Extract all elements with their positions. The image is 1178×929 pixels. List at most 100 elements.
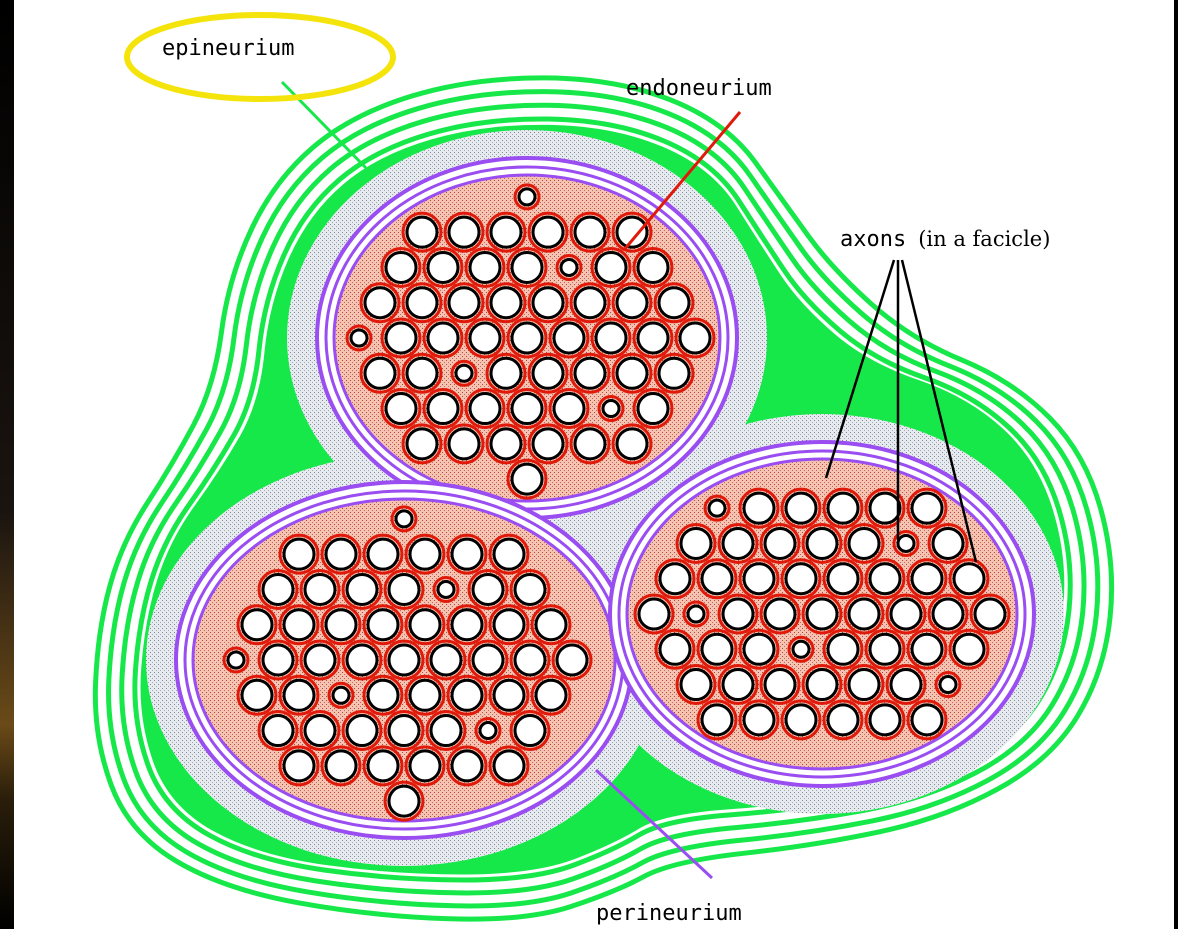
nerve-diagram: epineurium endoneurium axons (in a facic… bbox=[14, 0, 1174, 929]
left-frame-edge bbox=[0, 0, 14, 929]
axon bbox=[536, 680, 566, 710]
axon bbox=[688, 606, 704, 622]
axon bbox=[515, 716, 545, 746]
axon bbox=[891, 599, 921, 629]
axon bbox=[639, 599, 669, 629]
axon bbox=[242, 680, 272, 710]
axon bbox=[452, 539, 482, 569]
perineurium-label: perineurium bbox=[596, 901, 742, 926]
axon bbox=[428, 394, 458, 424]
fascicle-top bbox=[317, 158, 737, 518]
axon bbox=[709, 500, 725, 516]
axon bbox=[828, 564, 858, 594]
axon bbox=[491, 288, 521, 318]
axon bbox=[744, 493, 774, 523]
axon bbox=[870, 634, 900, 664]
axon bbox=[828, 705, 858, 735]
axon bbox=[473, 645, 503, 675]
axon bbox=[680, 323, 710, 353]
axon bbox=[786, 493, 816, 523]
axon bbox=[765, 599, 795, 629]
axon bbox=[386, 323, 416, 353]
axon bbox=[396, 511, 412, 527]
axon bbox=[870, 564, 900, 594]
axons-label: axons (in a facicle) bbox=[840, 227, 1050, 252]
axon bbox=[428, 323, 458, 353]
axon bbox=[533, 358, 563, 388]
axon bbox=[305, 574, 335, 604]
axon bbox=[575, 429, 605, 459]
axon bbox=[849, 670, 879, 700]
axon bbox=[431, 716, 461, 746]
axon bbox=[428, 252, 458, 282]
axon bbox=[870, 493, 900, 523]
axon bbox=[351, 330, 367, 346]
axon bbox=[410, 610, 440, 640]
axon bbox=[494, 751, 524, 781]
axon bbox=[494, 610, 524, 640]
axon bbox=[828, 634, 858, 664]
axon bbox=[242, 610, 272, 640]
epineurium-label: epineurium bbox=[162, 36, 294, 61]
axons-label-main: axons bbox=[840, 227, 906, 252]
axon bbox=[228, 652, 244, 668]
axon bbox=[284, 539, 314, 569]
axon bbox=[326, 539, 356, 569]
axon bbox=[326, 751, 356, 781]
axon bbox=[284, 680, 314, 710]
axon bbox=[596, 252, 626, 282]
axon bbox=[263, 574, 293, 604]
axon bbox=[828, 493, 858, 523]
axon bbox=[933, 599, 963, 629]
axon bbox=[849, 528, 879, 558]
axon bbox=[933, 528, 963, 558]
axon bbox=[603, 401, 619, 417]
axon bbox=[491, 358, 521, 388]
axon bbox=[491, 217, 521, 247]
axon bbox=[912, 705, 942, 735]
axon bbox=[744, 705, 774, 735]
axon bbox=[954, 634, 984, 664]
axon bbox=[898, 535, 914, 551]
axon bbox=[368, 680, 398, 710]
axon bbox=[347, 574, 377, 604]
axon bbox=[533, 217, 563, 247]
axon bbox=[470, 252, 500, 282]
axon bbox=[533, 288, 563, 318]
axon bbox=[596, 323, 626, 353]
axon bbox=[536, 610, 566, 640]
axon bbox=[638, 323, 668, 353]
axon bbox=[368, 539, 398, 569]
axon bbox=[407, 358, 437, 388]
axon bbox=[470, 323, 500, 353]
axon bbox=[912, 493, 942, 523]
axon bbox=[389, 716, 419, 746]
axon bbox=[744, 564, 774, 594]
axon bbox=[410, 539, 440, 569]
axon bbox=[870, 705, 900, 735]
axon bbox=[407, 288, 437, 318]
fascicle-bottom-left bbox=[176, 482, 632, 838]
axon bbox=[659, 358, 689, 388]
axon bbox=[659, 288, 689, 318]
axon bbox=[365, 358, 395, 388]
axon bbox=[386, 394, 416, 424]
axon bbox=[491, 429, 521, 459]
axon bbox=[575, 288, 605, 318]
axon bbox=[702, 564, 732, 594]
axon bbox=[519, 189, 535, 205]
endoneurium-label: endoneurium bbox=[626, 76, 772, 101]
axon bbox=[452, 680, 482, 710]
axon bbox=[557, 645, 587, 675]
axon bbox=[533, 429, 563, 459]
axon bbox=[723, 599, 753, 629]
axon bbox=[940, 677, 956, 693]
axon bbox=[681, 528, 711, 558]
axon bbox=[494, 680, 524, 710]
axon bbox=[263, 645, 293, 675]
axon bbox=[410, 751, 440, 781]
axon bbox=[554, 323, 584, 353]
axon bbox=[389, 786, 419, 816]
axon bbox=[284, 610, 314, 640]
axon bbox=[365, 288, 395, 318]
